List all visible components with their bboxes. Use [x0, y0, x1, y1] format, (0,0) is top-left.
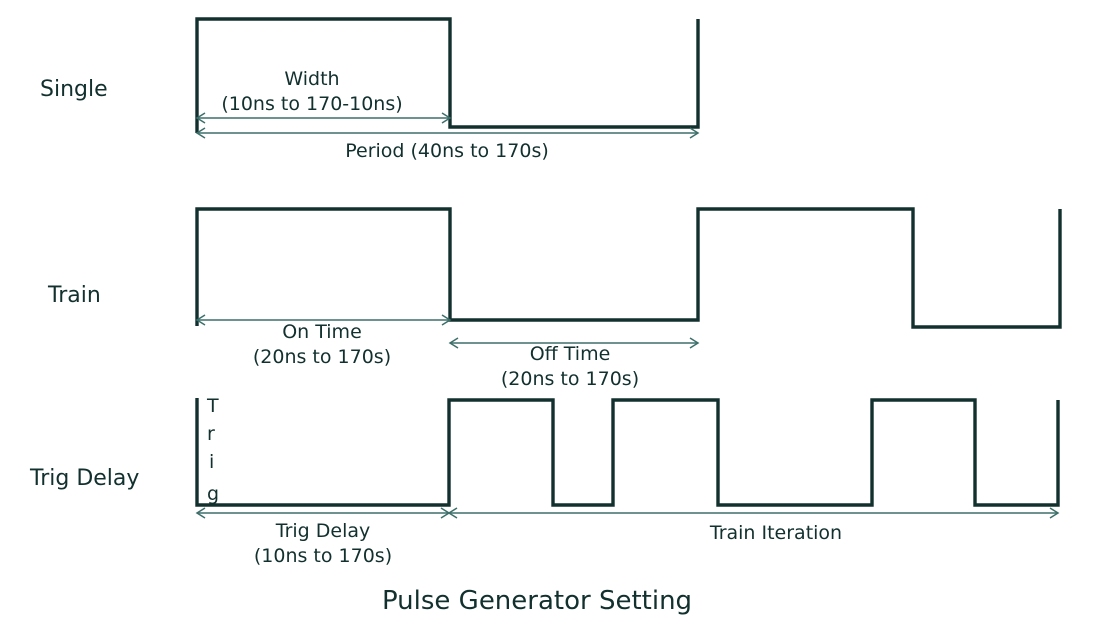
- row-label-single: Single: [40, 77, 108, 102]
- train-offtime-label-line2: (20ns to 170s): [501, 368, 639, 390]
- row-train: Train On Time (20ns to 170s) Off Time (2…: [47, 207, 1062, 390]
- train-iteration-label: Train Iteration: [709, 522, 842, 544]
- row-trig-delay: Trig Delay T r i g Trig Delay (10ns to 1…: [29, 395, 1060, 567]
- train-ontime-label-line2: (20ns to 170s): [253, 346, 391, 368]
- train-ontime-dimension: [195, 314, 452, 326]
- train-offtime-label-line1: Off Time: [530, 343, 611, 365]
- row-label-trig-delay: Trig Delay: [29, 466, 139, 491]
- diagram-title: Pulse Generator Setting: [382, 586, 692, 616]
- row-single: Single Width (10ns to 170-10ns) Period (…: [40, 17, 700, 162]
- train-waveform-path: [195, 207, 1062, 329]
- train-offtime-dimension: [448, 337, 700, 349]
- single-period-dimension: [195, 127, 700, 139]
- trig-delay-dim-label-line2: (10ns to 170s): [254, 545, 392, 567]
- single-waveform-path: [195, 17, 700, 133]
- trig-letter-0: T: [206, 395, 219, 417]
- trig-letter-2: i: [209, 451, 214, 473]
- single-width-dimension: [195, 112, 452, 124]
- trig-delay-dim-label-line1: Trig Delay: [275, 520, 371, 542]
- trig-letter-3: g: [207, 483, 219, 505]
- single-width-label-line2: (10ns to 170-10ns): [221, 93, 402, 115]
- trig-vertical-label: T r i g: [206, 395, 219, 505]
- train-iteration-dimension: [447, 507, 1060, 519]
- single-period-label: Period (40ns to 170s): [345, 140, 549, 162]
- trig-delay-waveform-path: [195, 398, 1060, 507]
- train-ontime-label-line1: On Time: [282, 321, 362, 343]
- trig-letter-1: r: [207, 423, 215, 445]
- single-width-label-line1: Width: [284, 68, 339, 90]
- row-label-train: Train: [47, 283, 101, 308]
- trig-delay-dimension: [195, 507, 451, 519]
